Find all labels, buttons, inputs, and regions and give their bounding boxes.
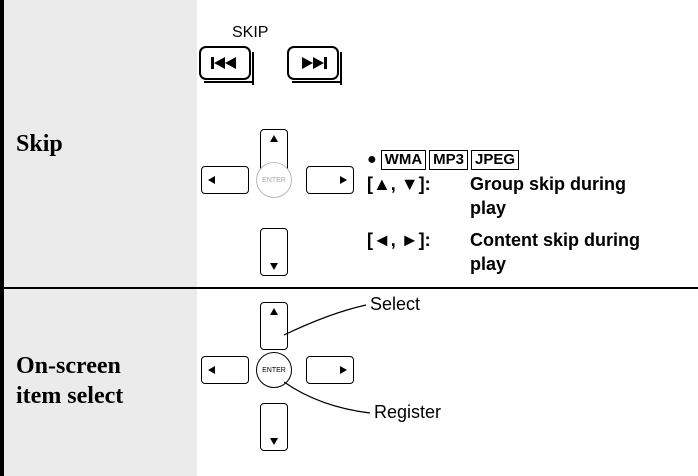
up-key[interactable] [260,302,288,350]
instruction-description: Content skip during play [470,230,640,274]
arrow-right-icon [340,176,347,184]
arrow-down-icon [270,263,278,270]
callout-lines [283,304,371,414]
instruction-description: Group skip during play [470,174,626,218]
select-label: On-screen item select [16,353,124,409]
bullet: ● [367,151,377,168]
select-row: On-screen item select ENTER Select Regis… [0,289,698,476]
instruction-keys: [◄, ►]: [367,230,431,250]
left-rule [0,289,4,476]
left-rule [0,0,4,287]
format-tag-mp3: MP3 [429,150,469,170]
callout-register: Register [374,402,442,422]
arrow-up-icon [270,135,278,142]
down-key[interactable] [260,228,288,276]
instruction-keys: [▲, ▼]: [367,174,431,194]
left-key[interactable] [201,166,249,194]
enter-button[interactable]: ENTER [256,352,292,388]
down-key[interactable] [260,403,288,451]
skip-label-cell: Skip [4,0,197,287]
skip-back-icon [211,57,236,69]
format-tag-wma: WMA [380,150,427,170]
format-tag-jpeg: JPEG [471,150,520,170]
arrow-right-icon [340,366,347,374]
arrow-up-icon [270,308,278,315]
skip-caption: SKIP [232,24,269,41]
arrow-left-icon [208,176,215,184]
right-key[interactable] [306,356,354,384]
select-label-cell: On-screen item select [4,289,197,476]
arrow-left-icon [208,366,215,374]
arrow-down-icon [270,438,278,445]
right-key[interactable] [306,166,354,194]
callout-select: Select [370,294,421,314]
enter-button[interactable]: ENTER [256,162,292,198]
skip-forward-icon [302,57,327,69]
skip-label: Skip [16,131,63,157]
skip-back-button[interactable] [199,46,254,85]
left-key[interactable] [201,356,249,384]
skip-forward-button[interactable] [287,46,342,85]
